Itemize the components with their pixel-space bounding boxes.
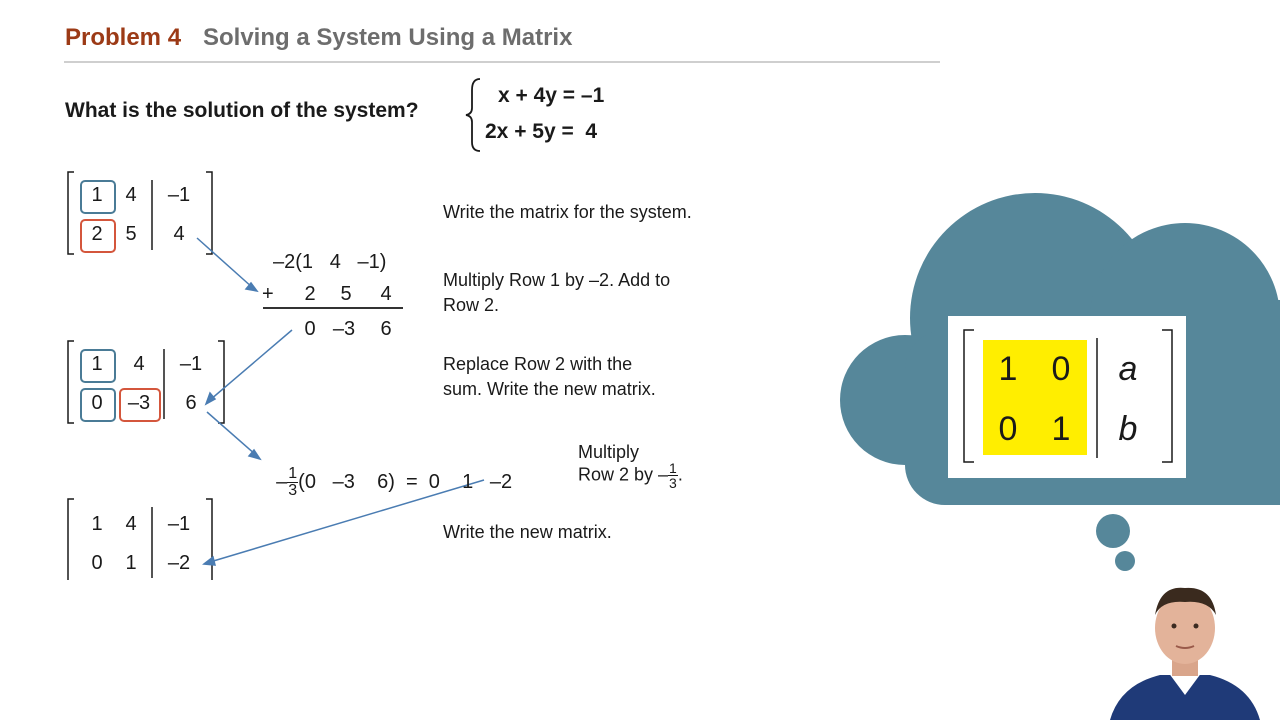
- step-1-text: Write the matrix for the system.: [443, 202, 692, 222]
- calc1-sum-line: [263, 307, 403, 309]
- matrix3-right-bracket: [206, 498, 213, 580]
- matrix2-right-bracket: [218, 340, 225, 424]
- matrix2-r2c1: 0: [91, 392, 103, 414]
- cloud-r2c3: b: [1118, 410, 1138, 448]
- equation-2: 2x + 5y = 4: [485, 120, 598, 143]
- calc1-line2-c2: 5: [340, 283, 352, 305]
- calc1-line2-c3: 4: [380, 283, 392, 305]
- matrix3-r1c1: 1: [91, 513, 103, 535]
- matrix2-r1c1: 1: [91, 353, 103, 375]
- matrix1-r1c2: 4: [125, 184, 137, 206]
- calc1-result-c2: –3: [332, 318, 356, 340]
- matrix2-r1c2: 4: [133, 353, 145, 375]
- cloud-r1c3: a: [1118, 350, 1138, 388]
- matrix3-r2c3: –2: [167, 552, 191, 574]
- target-highlight-box-2: [119, 388, 161, 422]
- calc1-line1: –2(1 4 –1): [273, 251, 387, 273]
- matrix3-left-bracket: [67, 498, 74, 580]
- matrix3-r2c2: 1: [125, 552, 137, 574]
- matrix1-r2c2: 5: [125, 223, 137, 245]
- matrix2-r1c3: –1: [179, 353, 203, 375]
- step-3-line2: sum. Write the new matrix.: [443, 379, 656, 399]
- step-2-line2: Row 2.: [443, 295, 500, 315]
- pivot-highlight-box: [80, 180, 116, 214]
- equation-1: x + 4y = –1: [498, 84, 605, 107]
- question-text: What is the solution of the system?: [65, 99, 419, 122]
- matrix2-r2c2: –3: [127, 392, 151, 414]
- system-brace: [465, 78, 481, 152]
- step-5-text: Write the new matrix.: [443, 522, 612, 542]
- calc1-plus: +: [262, 283, 274, 305]
- cloud-r1c2: 0: [1051, 350, 1071, 388]
- step-3-line1: Replace Row 2 with the: [443, 354, 633, 374]
- matrix3-r1c3: –1: [167, 513, 191, 535]
- matrix1-r2c1: 2: [91, 223, 103, 245]
- matrix3-r1c2: 4: [125, 513, 137, 535]
- matrix1-left-bracket: [67, 171, 74, 255]
- identity-highlight: [983, 340, 1087, 455]
- calc1-result-c3: 6: [380, 318, 392, 340]
- calc1-result-c1: 0: [304, 318, 316, 340]
- step-4-line1: Multiply: [578, 442, 640, 462]
- target-highlight-box: [80, 219, 116, 253]
- matrix1-right-bracket: [206, 171, 213, 255]
- presenter-webcam: [1090, 580, 1280, 720]
- matrix2-r2c3: 6: [185, 392, 197, 414]
- calc1-line2-c1: 2: [304, 283, 316, 305]
- matrix1-r1c1: 1: [91, 184, 103, 206]
- cloud-r2c2: 1: [1051, 410, 1071, 448]
- cloud-r1c1: 1: [998, 350, 1018, 388]
- step-2-line1: Multiply Row 1 by –2. Add to: [443, 270, 671, 290]
- problem-title: Solving a System Using a Matrix: [203, 24, 573, 51]
- header-divider: [64, 61, 940, 63]
- cloud-r2c1: 0: [998, 410, 1018, 448]
- arrow-3: [206, 411, 257, 456]
- pivot-highlight-box-2: [80, 349, 116, 383]
- arrow-1: [196, 237, 254, 289]
- problem-number: Problem 4: [65, 24, 182, 51]
- zero-highlight-box: [80, 388, 116, 422]
- presenter-figure: [1110, 587, 1260, 720]
- matrix1-r2c3: 4: [173, 223, 185, 245]
- matrix3-r2c1: 0: [91, 552, 103, 574]
- matrix2-left-bracket: [67, 340, 74, 424]
- matrix1-r1c3: –1: [167, 184, 191, 206]
- arrow-2: [209, 329, 293, 401]
- arrow-4: [209, 479, 485, 563]
